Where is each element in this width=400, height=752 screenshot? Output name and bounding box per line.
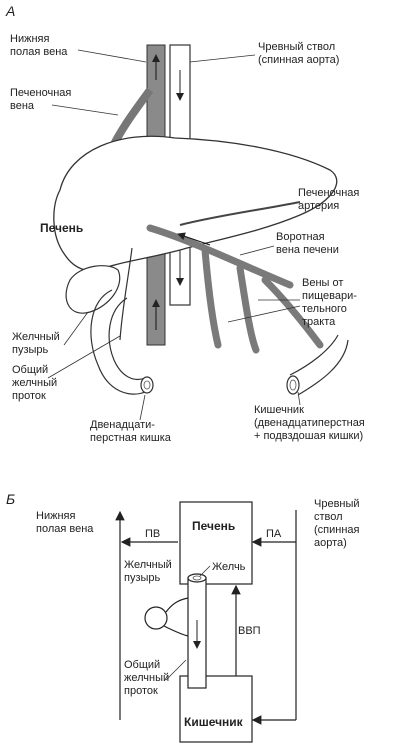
schema-gallbladder xyxy=(144,597,189,637)
label-a-celiac: Чревный ствол (спинная аорта) xyxy=(258,41,339,66)
label-b-pv: ПВ xyxy=(145,528,160,540)
label-b-common-duct: Общий желчный проток xyxy=(124,659,172,697)
label-b-celiac: Чревный ствол (спинная аорта) xyxy=(314,498,363,549)
label-a-gallbladder: Желчный пузырь xyxy=(12,331,63,356)
label-b-pa: ПА xyxy=(266,528,282,540)
label-a-ivc: Нижняя полая вена xyxy=(10,33,68,58)
label-b-intestine: Кишечник xyxy=(184,715,244,729)
label-b-liver: Печень xyxy=(192,519,235,533)
portal-vein xyxy=(146,224,324,354)
label-b-ivc: Нижняя полая вена xyxy=(36,510,94,535)
panel-b-letter: Б xyxy=(6,491,15,507)
gallbladder xyxy=(65,265,121,314)
schema-aorta-line xyxy=(251,510,297,725)
label-b-bile: Желчь xyxy=(212,561,246,573)
duodenum xyxy=(90,289,146,395)
liver xyxy=(53,135,338,272)
panel-a-letter: А xyxy=(5,3,15,19)
label-a-hepatic-artery: Печеночная артерия xyxy=(298,187,362,212)
label-a-liver: Печень xyxy=(40,221,83,235)
hepatic-artery xyxy=(179,201,301,226)
schema-ivc-line xyxy=(115,510,178,720)
intestine xyxy=(289,334,349,396)
common-bile-duct xyxy=(119,247,133,341)
label-b-vvp: ВВП xyxy=(238,625,261,637)
label-a-common-duct: Общий желчный проток xyxy=(12,364,60,402)
label-b-gallbladder: Желчный пузырь xyxy=(124,559,175,584)
schema-bile-duct xyxy=(187,573,207,689)
schema-liver-box xyxy=(179,501,253,585)
label-a-portal-vein: Воротная вена печени xyxy=(276,231,339,256)
label-a-duodenum: Двенадцати- перстная кишка xyxy=(90,419,172,444)
label-a-gi-veins: Вены от пищевари- тельного тракта xyxy=(302,277,360,328)
label-a-intestine: Кишечник (двенадцатиперстная + подвздоша… xyxy=(254,404,368,442)
label-a-hepatic-vein: Печеночная вена xyxy=(10,87,74,112)
